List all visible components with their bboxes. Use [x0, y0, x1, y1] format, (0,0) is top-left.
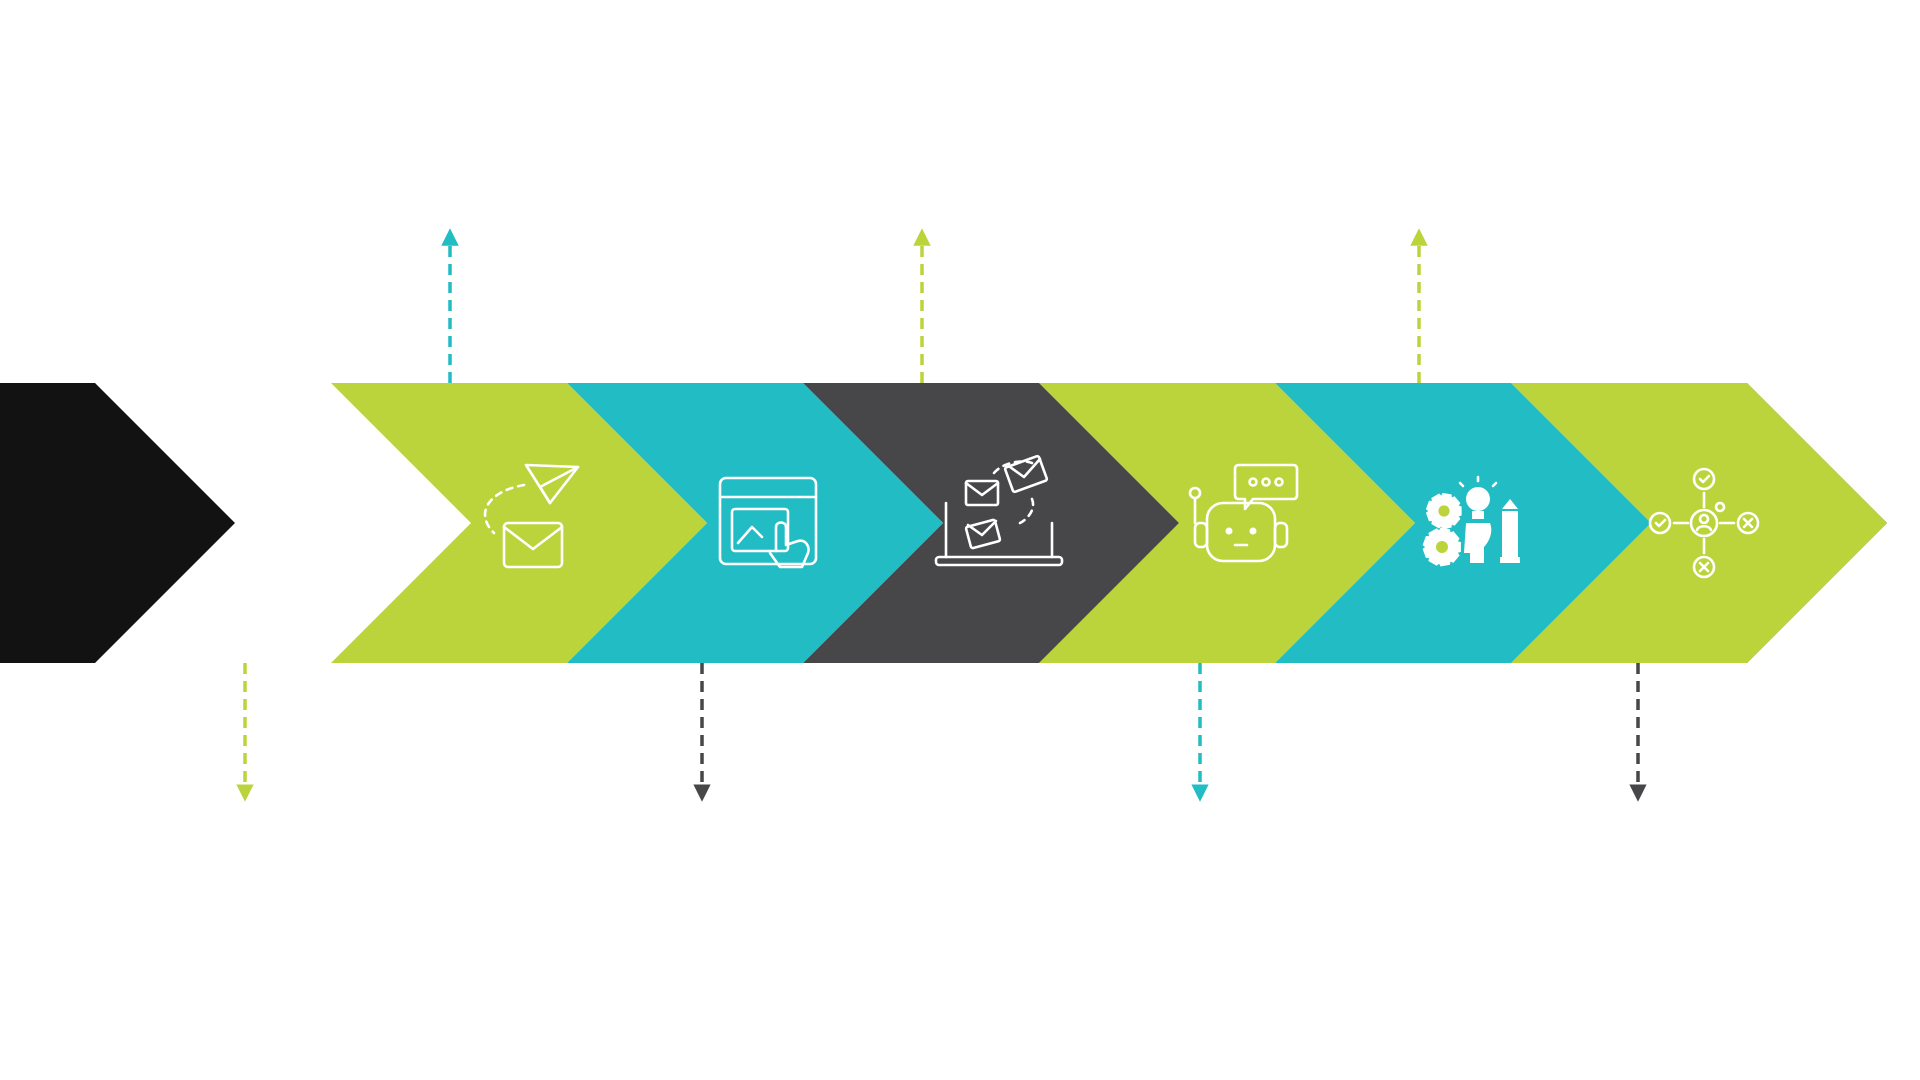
- chevron-segment-1: [0, 383, 235, 663]
- chevron-segment-6: [1275, 383, 1651, 663]
- chevron-segment-5: [1039, 383, 1415, 663]
- chevron-segment-4: [803, 383, 1179, 663]
- browser-click-icon: [718, 476, 818, 569]
- gears-lightbulb-pencil-icon: [1422, 475, 1520, 567]
- step-icons: [251, 454, 1760, 579]
- gears-cycle-icon: [251, 477, 350, 570]
- chatbot-icon: [1188, 463, 1299, 563]
- laptop-emails-icon: [934, 454, 1064, 567]
- chevron-segment-7: [1511, 383, 1887, 663]
- connector-lines: [236, 228, 1647, 802]
- send-email-icon: [483, 463, 580, 569]
- decision-network-icon: [1648, 467, 1760, 579]
- chevron-segment-3: [567, 383, 943, 663]
